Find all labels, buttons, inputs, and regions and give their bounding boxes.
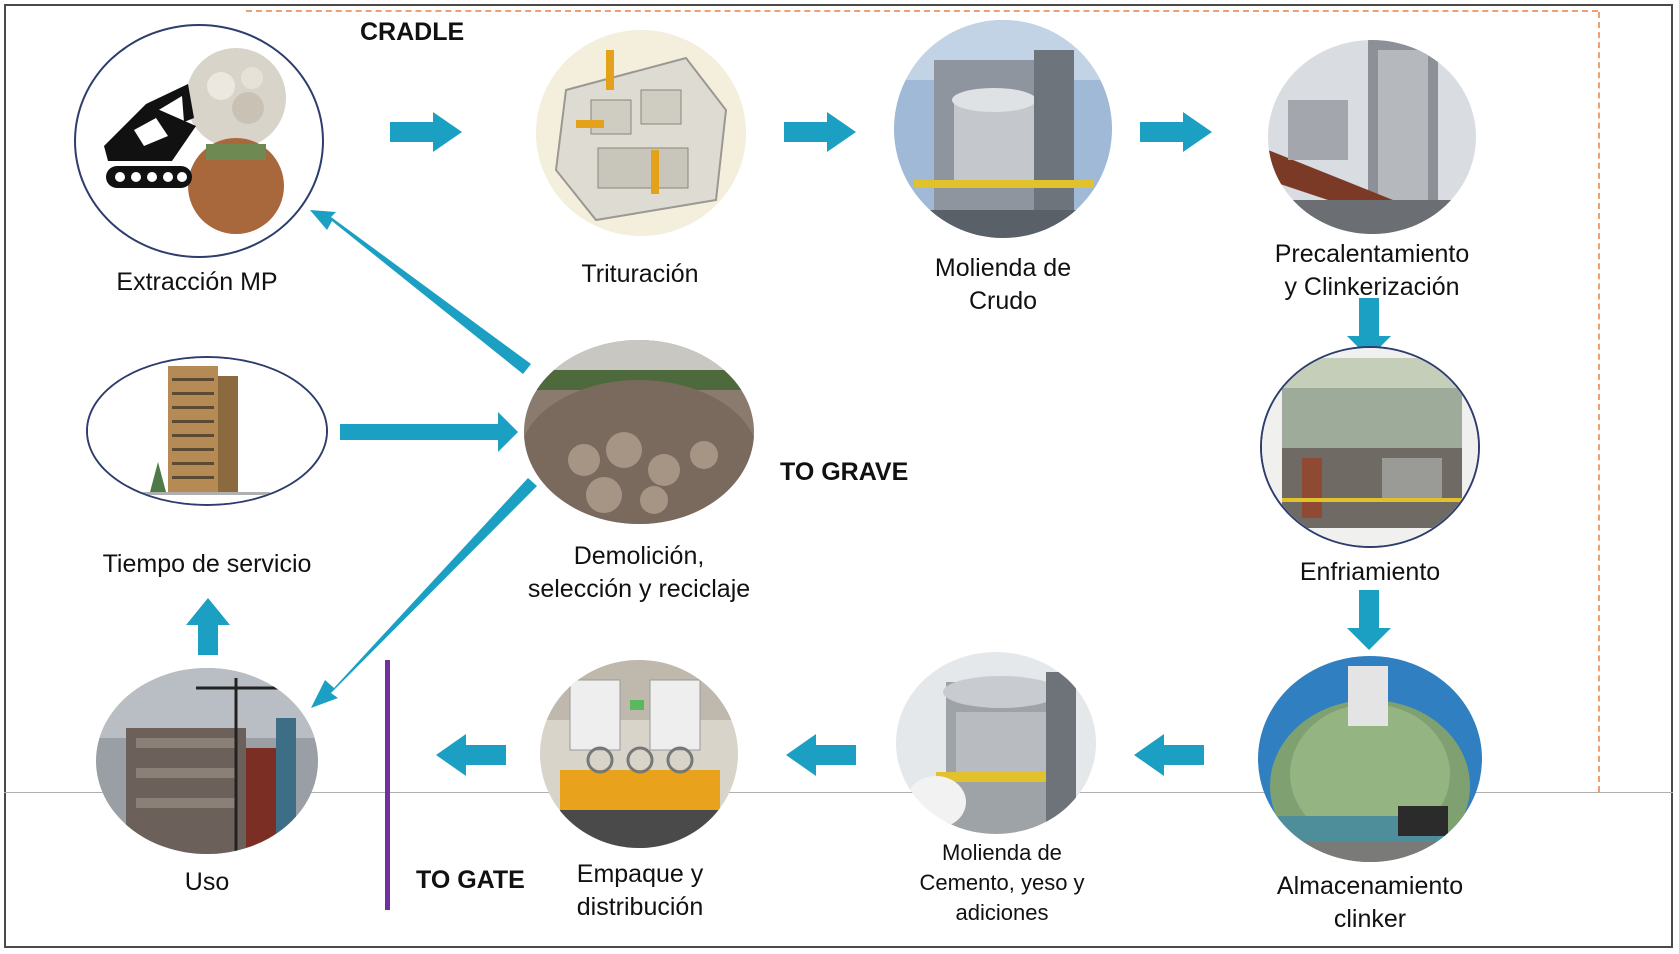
- label-trituracion: Trituración: [581, 260, 699, 288]
- diagram-frame: [4, 4, 1673, 948]
- boundary-dashed-top: [246, 10, 1598, 12]
- node-tiempo-image: [86, 356, 328, 506]
- arrow-extraccion-trituracion: [390, 112, 462, 152]
- arrow-empaque-uso: [436, 734, 506, 776]
- node-enfriamiento-image: [1260, 346, 1480, 548]
- arrow-uso-tiempo: [186, 598, 230, 655]
- label-demolicion-line1: Demolición,: [573, 542, 705, 570]
- label-molienda-crudo: Molienda de Crudo: [935, 252, 1071, 318]
- node-trituracion-image: [536, 30, 746, 236]
- arrow-enfriamiento-almacen: [1347, 590, 1391, 650]
- label-molienda-crudo-line1: Molienda de: [934, 254, 1072, 282]
- label-demolicion-line2: selección y reciclaje: [527, 575, 751, 603]
- label-molienda-cemento: Molienda de Cemento, yeso y adiciones: [919, 838, 1084, 928]
- label-empaque-line2: distribución: [576, 893, 704, 921]
- label-precalentamiento: Precalentamiento y Clinkerización: [1275, 238, 1470, 304]
- label-molienda-crudo-line2: Crudo: [968, 287, 1038, 315]
- label-almacenamiento-line1: Almacenamiento: [1276, 872, 1464, 900]
- label-precalentamiento-line1: Precalentamiento: [1274, 240, 1470, 268]
- label-extraccion: Extracción MP: [116, 268, 278, 296]
- arrow-demolicion-extraccion: [310, 210, 531, 374]
- stage-to-grave: TO GRAVE: [780, 458, 909, 486]
- arrow-precal-enfriamiento: [1347, 298, 1391, 358]
- gate-boundary-line: [385, 660, 390, 910]
- node-demolicion-image: [524, 340, 754, 524]
- label-molienda-cemento-line1: Molienda de: [942, 840, 1062, 865]
- node-empaque-image: [540, 660, 738, 848]
- node-almacenamiento-image: [1258, 656, 1482, 862]
- arrow-tiempo-demolicion: [340, 412, 518, 452]
- label-demolicion: Demolición, selección y reciclaje: [528, 540, 750, 606]
- stage-cradle: CRADLE: [360, 18, 465, 46]
- node-uso-image: [96, 668, 318, 854]
- stage-to-gate: TO GATE: [416, 866, 525, 894]
- label-molienda-cemento-line3: adiciones: [955, 900, 1049, 925]
- arrow-molienda-precal: [1140, 112, 1212, 152]
- label-almacenamiento-line2: clinker: [1333, 905, 1407, 933]
- label-uso: Uso: [184, 868, 230, 896]
- label-molienda-cemento-line2: Cemento, yeso y: [919, 870, 1085, 895]
- label-empaque-line1: Empaque y: [576, 860, 704, 888]
- arrow-trituracion-molienda: [784, 112, 856, 152]
- label-almacenamiento: Almacenamiento clinker: [1277, 870, 1463, 936]
- node-molienda-crudo-image: [894, 20, 1112, 238]
- node-extraccion-image: [74, 24, 324, 258]
- node-precalentamiento-image: [1268, 40, 1476, 234]
- label-empaque: Empaque y distribución: [577, 858, 703, 924]
- arrow-molienda-empaque: [786, 734, 856, 776]
- label-tiempo: Tiempo de servicio: [102, 550, 312, 578]
- boundary-dashed-right: [1598, 12, 1600, 792]
- horizontal-divider: [4, 792, 1673, 793]
- arrow-almacen-molienda: [1134, 734, 1204, 776]
- node-molienda-cemento-image: [896, 652, 1096, 834]
- arrow-demolicion-uso: [311, 478, 537, 708]
- label-enfriamiento: Enfriamiento: [1299, 558, 1441, 586]
- label-precalentamiento-line2: y Clinkerización: [1284, 273, 1460, 301]
